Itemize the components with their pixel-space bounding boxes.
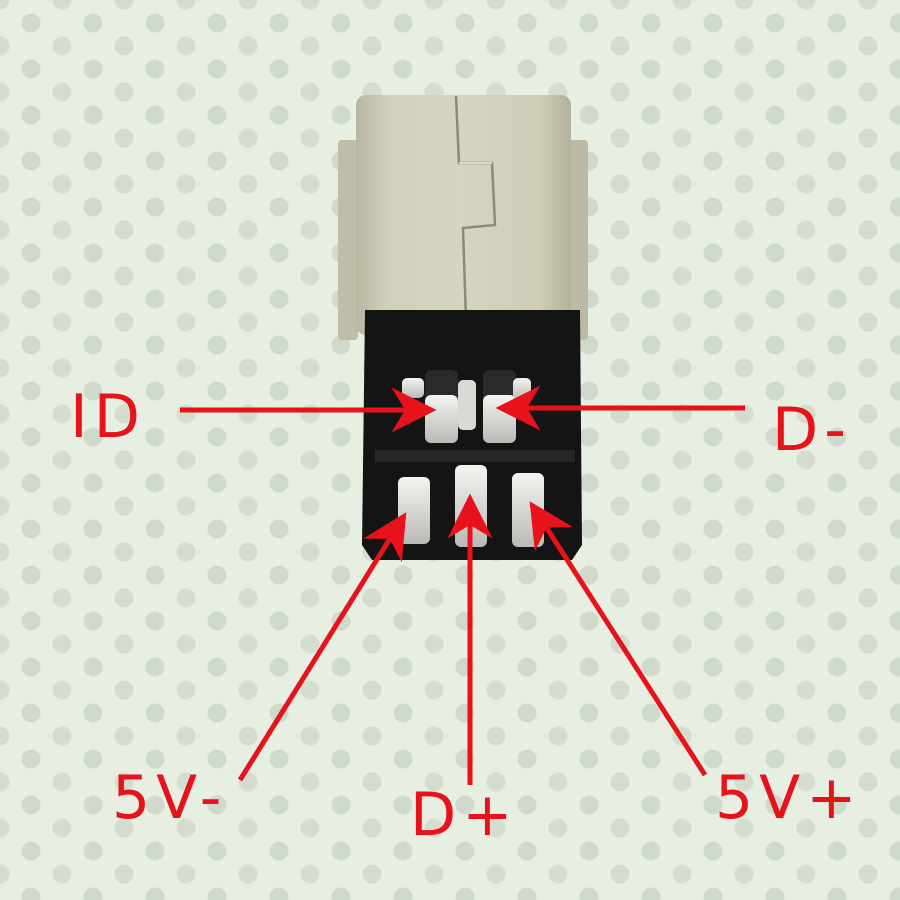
arrow-5v-minus — [237, 512, 407, 782]
label-id: ID — [70, 382, 146, 452]
label-d-minus: D- — [772, 395, 852, 465]
arrow-5v-plus — [529, 501, 708, 777]
label-d-plus: D+ — [410, 780, 519, 850]
pin-arrows — [180, 385, 745, 785]
metal-shell — [338, 95, 588, 340]
label-5v-minus: 5V- — [112, 763, 228, 833]
label-5v-plus: 5V+ — [715, 763, 863, 833]
